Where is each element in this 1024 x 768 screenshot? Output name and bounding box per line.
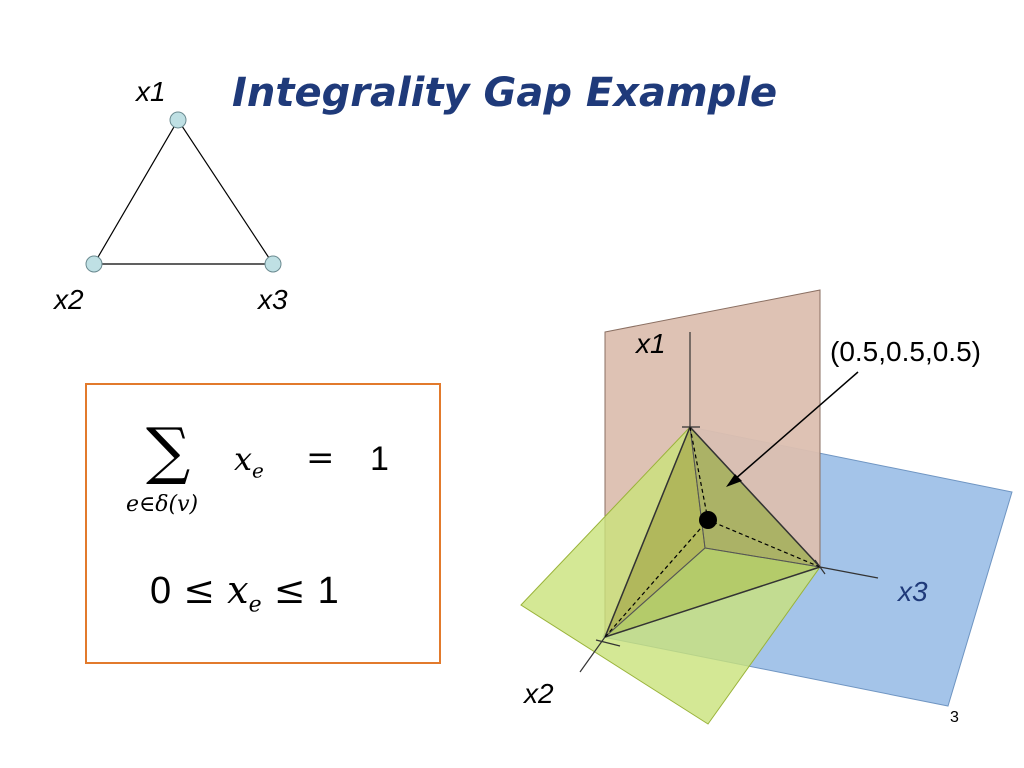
tetra-edge	[604, 426, 691, 638]
constraint-box	[85, 383, 441, 664]
axis-label-x3: x3	[898, 576, 928, 607]
axis-label-x2: x2	[524, 678, 554, 709]
axis-tick	[595, 639, 621, 647]
graph-node-label-x1: x1	[136, 76, 166, 107]
dashed-guide	[604, 519, 709, 638]
point-coordinate-label: (0.5,0.5,0.5)	[830, 336, 981, 367]
page-number: 3	[950, 709, 959, 726]
equals-sign: =	[306, 438, 335, 478]
graph-edge-x1-x2	[93, 119, 179, 265]
graph-edge-x1-x3	[177, 119, 274, 265]
point-arrow-head	[726, 474, 742, 487]
tetra-edge	[604, 566, 821, 638]
axis-x2-line	[579, 636, 606, 673]
equation-rhs: 1	[370, 440, 389, 478]
graph-node-x1	[169, 111, 187, 129]
point-arrow	[733, 371, 859, 481]
graph-node-x3	[264, 255, 282, 273]
graph-node-label-x2: x2	[54, 284, 84, 315]
dashed-guide	[689, 426, 709, 521]
axis-label-x1: x1	[636, 328, 666, 359]
graph-node-x2	[85, 255, 103, 273]
sum-subscript: e∈δ(v)	[126, 492, 199, 517]
sum-symbol: ∑	[146, 414, 191, 487]
slide-title: Integrality Gap Example	[232, 70, 778, 116]
axis-tick	[814, 559, 826, 575]
tetra-edge	[689, 426, 821, 568]
bound-inequality: 0 ≤ xe ≤ 1	[150, 568, 339, 618]
axis-x3-line	[819, 566, 879, 579]
dashed-guide	[707, 519, 821, 568]
sum-variable: xe	[234, 440, 264, 483]
graph-node-label-x3: x3	[258, 284, 288, 315]
fractional-point	[699, 511, 717, 529]
